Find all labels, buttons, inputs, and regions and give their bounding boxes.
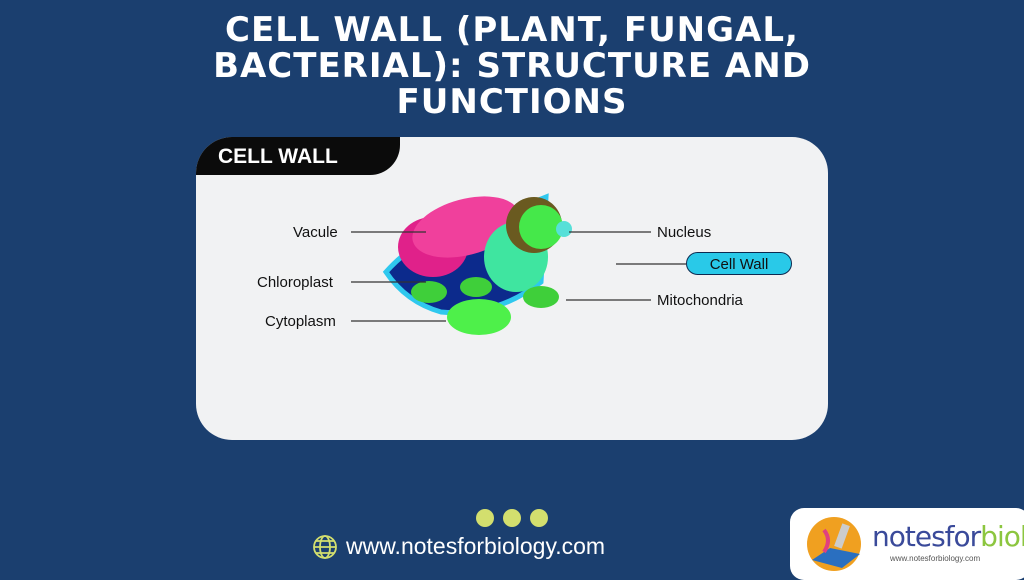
label-nucleus: Nucleus [657,224,712,241]
page-title: CELL WALL (PLANT, FUNGAL, BACTERIAL): ST… [0,12,1024,120]
diagram-card: CELL WALL Vacule Chloroplast Cytoplasm N… [196,137,828,440]
website-url[interactable]: www.notesforbiology.com [346,533,606,559]
label-mitochondria: Mitochondria [657,292,743,309]
logo-wordmark: notesforbiology [872,520,1024,553]
dot [530,509,548,527]
microscope-book-logo-icon [807,517,861,571]
label-vacuole: Vacule [293,224,338,241]
website-footer: www.notesforbiology.com [312,533,605,560]
pagination-dots [476,509,557,532]
logo-url: www.notesforbiology.com [890,554,981,563]
logo-part1: notesfor [872,520,981,553]
logo-part2: biology [980,520,1024,553]
globe-icon [313,534,337,559]
diagram-tab-label: CELL WALL [196,137,400,175]
title-line: BACTERIAL): STRUCTURE AND [213,46,811,86]
label-cytoplasm: Cytoplasm [265,313,336,330]
dot [476,509,494,527]
brand-logo[interactable]: notesforbiology www.notesforbiology.com [790,508,1024,580]
plant-cell-illustration [351,193,686,437]
label-cell-wall: Cell Wall [686,252,792,275]
label-chloroplast: Chloroplast [257,274,333,291]
title-line: CELL WALL (PLANT, FUNGAL, [225,10,799,50]
dot [503,509,521,527]
title-line: FUNCTIONS [396,82,628,122]
